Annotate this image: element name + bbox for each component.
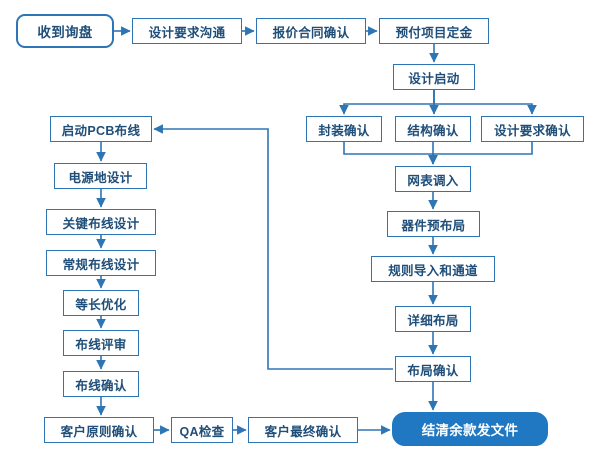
node-customer-final-confirm[interactable]: 客户最终确认 xyxy=(248,417,358,443)
node-design-requirement-confirm[interactable]: 设计要求确认 xyxy=(481,116,584,142)
node-length-matching-optimization[interactable]: 等长优化 xyxy=(63,290,139,316)
node-label: 详细布局 xyxy=(407,313,459,328)
node-label: 结构确认 xyxy=(407,123,459,138)
node-routing-review[interactable]: 布线评审 xyxy=(63,330,139,356)
node-component-pre-placement[interactable]: 器件预布局 xyxy=(387,211,480,237)
node-label: 网表调入 xyxy=(407,173,459,188)
node-settle-balance-deliver-files[interactable]: 结清余款发文件 xyxy=(392,412,548,446)
node-start-inquiry[interactable]: 收到询盘 xyxy=(16,14,114,48)
node-label: QA检查 xyxy=(179,424,225,439)
node-placement-confirm[interactable]: 布局确认 xyxy=(395,356,471,382)
node-routing-confirm[interactable]: 布线确认 xyxy=(63,371,139,397)
node-start-pcb-routing[interactable]: 启动PCB布线 xyxy=(50,116,152,142)
node-label: 布线评审 xyxy=(75,337,127,352)
node-design-kickoff[interactable]: 设计启动 xyxy=(393,64,475,90)
node-label: 客户原则确认 xyxy=(60,424,138,439)
connector-n5-n6 xyxy=(339,90,435,115)
node-design-requirement-communication[interactable]: 设计要求沟通 xyxy=(132,18,242,44)
node-label: 等长优化 xyxy=(75,297,127,312)
connector-n13-n14 xyxy=(153,124,393,370)
node-critical-routing-design[interactable]: 关键布线设计 xyxy=(46,209,156,235)
node-label: 器件预布局 xyxy=(401,218,466,233)
node-label: 电源地设计 xyxy=(68,170,133,185)
node-prepay-deposit[interactable]: 预付项目定金 xyxy=(379,18,489,44)
connector-n8-n9 xyxy=(428,142,533,165)
connector-n5-n8 xyxy=(433,90,537,115)
node-label: 封装确认 xyxy=(318,123,370,138)
node-detailed-placement[interactable]: 详细布局 xyxy=(395,306,471,332)
node-label: 设计启动 xyxy=(408,71,460,86)
node-label: 布局确认 xyxy=(407,363,459,378)
connector-n6-n9 xyxy=(343,142,438,165)
node-netlist-import[interactable]: 网表调入 xyxy=(395,166,471,192)
node-label: 客户最终确认 xyxy=(264,424,342,439)
node-label: 布线确认 xyxy=(75,378,127,393)
node-quotation-contract-confirm[interactable]: 报价合同确认 xyxy=(256,18,366,44)
node-rule-import-and-channel[interactable]: 规则导入和通道 xyxy=(371,256,495,282)
node-structure-confirm[interactable]: 结构确认 xyxy=(395,116,471,142)
node-label: 设计要求沟通 xyxy=(148,25,226,40)
node-label: 启动PCB布线 xyxy=(61,123,141,138)
node-label: 报价合同确认 xyxy=(272,25,350,40)
node-label: 关键布线设计 xyxy=(62,216,140,231)
node-power-ground-design[interactable]: 电源地设计 xyxy=(54,163,147,189)
node-label: 常规布线设计 xyxy=(62,257,140,272)
node-regular-routing-design[interactable]: 常规布线设计 xyxy=(46,250,156,276)
node-label: 设计要求确认 xyxy=(494,123,571,138)
node-qa-check[interactable]: QA检查 xyxy=(171,417,233,443)
node-label: 预付项目定金 xyxy=(395,25,473,40)
node-label: 规则导入和通道 xyxy=(388,263,478,278)
node-customer-principle-confirm[interactable]: 客户原则确认 xyxy=(44,417,154,443)
node-footprint-confirm[interactable]: 封装确认 xyxy=(306,116,382,142)
node-label: 收到询盘 xyxy=(37,25,93,40)
node-label: 结清余款发文件 xyxy=(421,423,519,438)
